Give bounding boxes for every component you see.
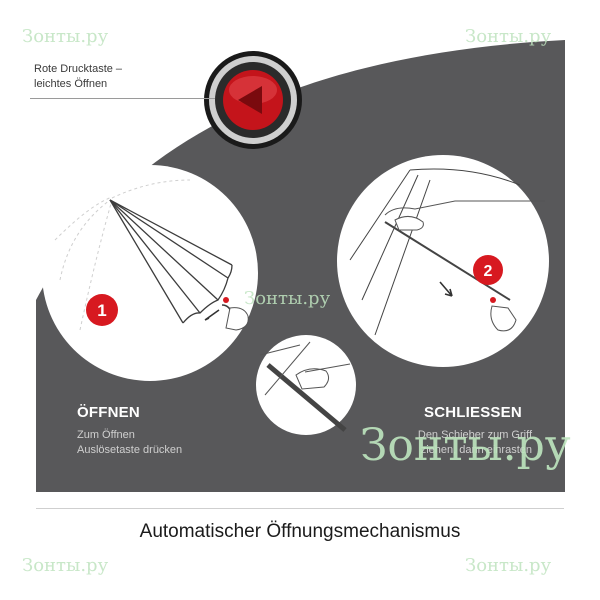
watermark-bottom-right: Зонты.ру xyxy=(465,555,552,576)
step-1-badge: 1 xyxy=(86,294,118,326)
step-open-desc-line-2: Auslösetaste drücken xyxy=(77,444,183,456)
watermark-top-right: Зонты.ру xyxy=(465,26,552,47)
red-push-button-icon xyxy=(204,51,302,149)
callout-leader-line xyxy=(30,98,215,99)
step-open-title: ÖFFNEN xyxy=(77,404,140,421)
callout-line-1: Rote Drucktaste – xyxy=(34,63,123,75)
svg-text:1: 1 xyxy=(97,301,106,320)
close-umbrella-illustration xyxy=(337,155,549,367)
red-button-callout: Rote Drucktaste – leichtes Öffnen xyxy=(34,62,184,92)
open-umbrella-illustration xyxy=(42,165,258,381)
watermark-top-left: Зонты.ру xyxy=(22,26,109,47)
step-close-description: Den Schieber zum Griff ziehen, dann einr… xyxy=(406,428,532,458)
step-open-desc-line-1: Zum Öffnen xyxy=(77,429,135,441)
slider-closeup-illustration xyxy=(256,335,356,435)
watermark-large: Зонты.ру xyxy=(360,420,571,471)
watermark-center: Зонты.ру xyxy=(244,288,331,309)
watermark-bottom-left: Зонты.ру xyxy=(22,555,109,576)
step-close-desc-line-2: ziehen, dann einrasten xyxy=(420,444,532,456)
step-close-desc-line-1: Den Schieber zum Griff xyxy=(417,429,532,441)
caption-divider xyxy=(36,508,564,509)
step-close-title: SCHLIESSEN xyxy=(424,404,522,421)
step-open-description: Zum Öffnen Auslösetaste drücken xyxy=(77,428,182,458)
page-caption: Automatischer Öffnungsmechanismus xyxy=(139,521,461,542)
step-2-badge: 2 xyxy=(473,255,503,285)
callout-line-2: leichtes Öffnen xyxy=(34,78,108,90)
svg-text:2: 2 xyxy=(484,263,493,280)
